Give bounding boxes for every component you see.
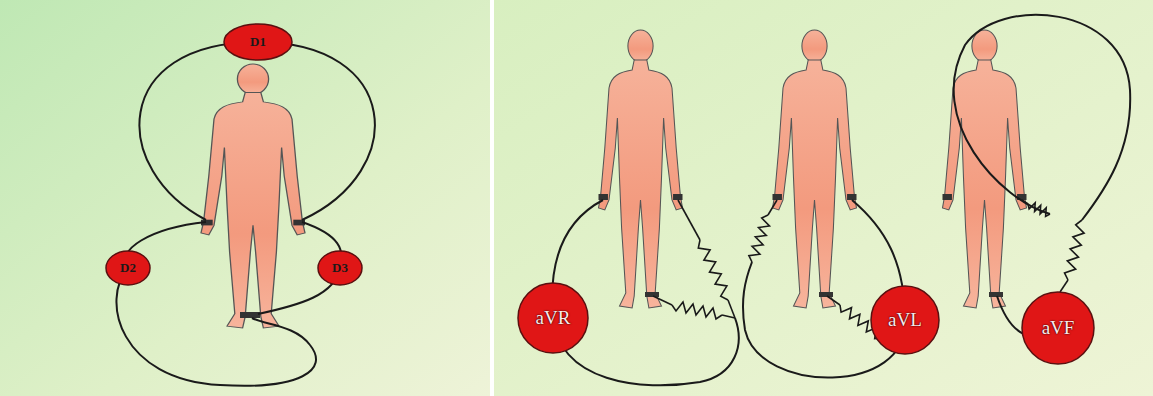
wire	[653, 296, 672, 305]
wire	[1060, 280, 1068, 292]
wire	[827, 296, 840, 305]
electrode-circle: D2	[105, 250, 151, 286]
resistor-symbol	[749, 215, 770, 262]
lead-name: D3	[332, 260, 348, 276]
lead-name: aVF	[1042, 317, 1075, 339]
electrode-circle: D3	[317, 250, 363, 286]
lead-name: D2	[120, 260, 136, 276]
wire	[722, 315, 735, 318]
resistor-symbol	[1028, 203, 1050, 217]
electrode-circle: D1	[223, 23, 293, 61]
resistor-symbol	[672, 302, 722, 319]
resistor-symbol	[698, 240, 728, 300]
lead-name: aVR	[536, 307, 571, 329]
lead-name: aVL	[888, 309, 922, 331]
wire	[768, 200, 777, 215]
electrode-circle: aVR	[517, 282, 589, 354]
wire	[728, 300, 735, 318]
electrode-circle: aVF	[1021, 291, 1095, 365]
wire	[1022, 200, 1028, 204]
wire	[678, 200, 700, 240]
resistor-symbol	[1065, 220, 1085, 280]
lead-name: D1	[250, 34, 266, 50]
electrode-circle: aVL	[870, 285, 940, 355]
